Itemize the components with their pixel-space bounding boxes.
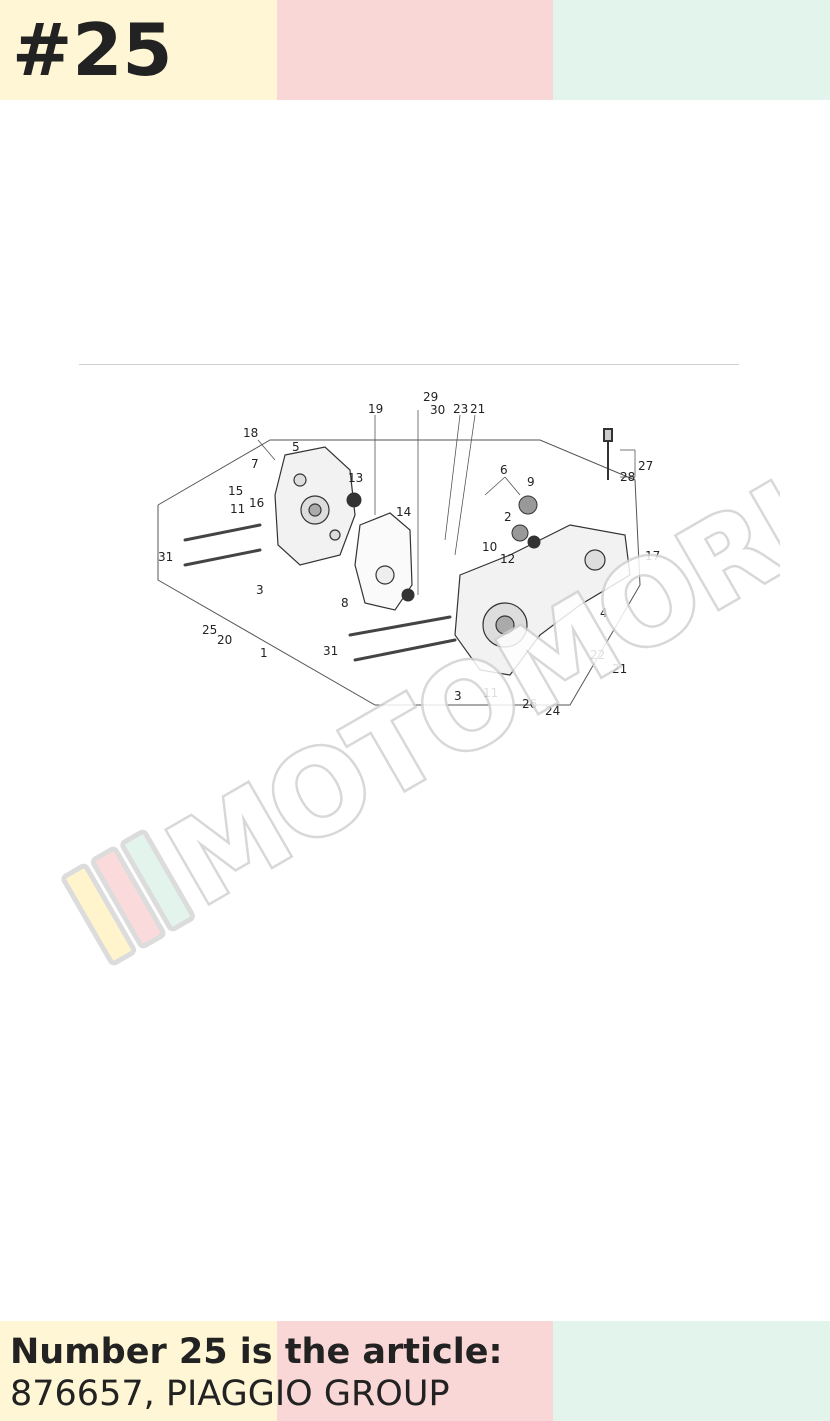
callout-label: 13 [348,471,363,485]
caption-title: Number 25 is the article: [10,1332,503,1372]
callout-label: 27 [638,459,653,473]
watermark-stripe-pink [90,846,166,949]
callout-label: 17 [645,549,660,563]
caption-detail: 876657, PIAGGIO GROUP [10,1374,450,1414]
callout-label: 19 [368,402,383,416]
callout-label: 25 [202,623,217,637]
watermark-stripe-mint [120,829,195,932]
watermark-stripe-yellow [61,863,137,966]
band-yellow [0,0,277,100]
band-pink [276,0,554,100]
callout-label: 9 [527,475,535,489]
dipstick [603,428,613,480]
callout-label: 23 [453,402,468,416]
band-pink [276,1321,554,1421]
seal-icon [346,492,362,508]
callout-label: 21 [612,662,627,676]
callout-label: 21 [470,402,485,416]
callout-label: 5 [292,440,300,454]
leader-lines [257,410,636,595]
callout-label: 31 [158,550,173,564]
callout-label: 15 [228,484,243,498]
gasket [354,512,413,611]
band-mint [553,0,830,100]
exploded-parts-diagram: 18 5 7 15 16 11 31 3 13 19 29 30 23 21 1… [157,390,660,718]
callout-label: 4 [600,606,608,620]
callout-label: 12 [500,552,515,566]
callout-label: 3 [454,689,462,703]
callout-label: 18 [243,426,258,440]
callout-label: 26 [522,697,537,711]
callout-label: 16 [249,496,264,510]
callout-label: 14 [396,505,411,519]
right-crankcase [454,524,631,676]
callout-label: 1 [260,646,268,660]
callout-label: 28 [620,470,635,484]
divider [79,364,739,365]
studs [183,523,457,662]
diagram-frame [157,439,641,706]
band-yellow [0,1321,277,1421]
seal-icon [401,588,415,602]
seal-icon [527,535,541,549]
callout-label: 8 [341,596,349,610]
callout-label: 2 [504,510,512,524]
callout-label: 30 [430,403,445,417]
callout-label: 22 [590,648,605,662]
top-color-band [0,0,830,100]
callout-label: 20 [217,633,232,647]
bearing-icon [518,495,538,515]
callout-label: 10 [482,540,497,554]
callout-label: 11 [230,502,245,516]
callout-label: 7 [251,457,259,471]
bottom-color-band [0,1321,830,1421]
callout-label: 31 [323,644,338,658]
band-mint [553,1321,830,1421]
left-crankcase [274,446,356,566]
callout-label: 29 [423,390,438,404]
bearing-icon [511,524,529,542]
callout-label: 3 [256,583,264,597]
callout-label: 6 [500,463,508,477]
callout-label: 11 [483,686,498,700]
item-number: #25 [12,8,173,92]
callout-label: 24 [545,704,560,718]
